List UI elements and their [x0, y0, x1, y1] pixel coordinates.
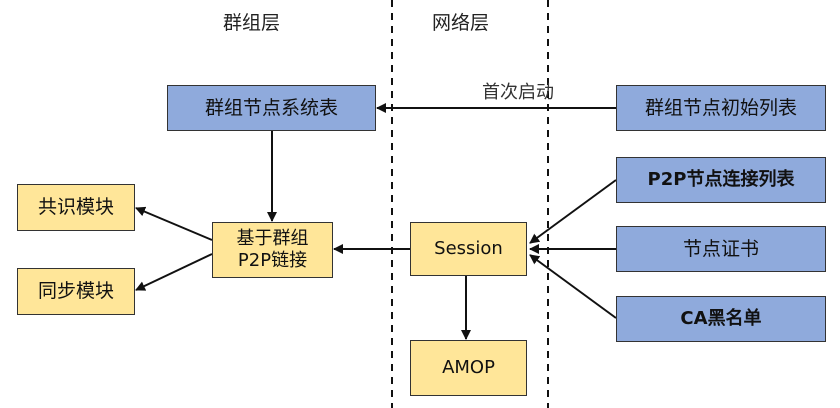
node-group-p2p-link-line1: 基于群组 [236, 228, 309, 250]
node-session: Session [410, 222, 527, 276]
layer-title-network: 网络层 [432, 12, 490, 34]
node-group-p2p-link: 基于群组 P2P链接 [212, 222, 333, 278]
node-sync-module: 同步模块 [17, 268, 135, 315]
node-amop: AMOP [410, 340, 527, 396]
node-group-node-init-list: 群组节点初始列表 [616, 85, 826, 131]
edge-p2p-link-to-consensus [135, 206, 213, 241]
layer-title-group: 群组层 [223, 12, 281, 34]
edge-p2p-link-to-sync [135, 253, 213, 291]
node-consensus-module: 共识模块 [17, 184, 135, 231]
edge-ca-blacklist-to-session [529, 254, 617, 319]
node-ca-blacklist: CA黑名单 [616, 296, 826, 342]
node-node-certificate: 节点证书 [616, 226, 826, 272]
edge-label-first-start: 首次启动 [482, 82, 554, 103]
node-p2p-connection-list: P2P节点连接列表 [616, 157, 826, 203]
node-group-p2p-link-line2: P2P链接 [237, 250, 308, 271]
node-group-node-table: 群组节点系统表 [167, 85, 376, 131]
edge-p2p-list-to-session [529, 179, 617, 244]
